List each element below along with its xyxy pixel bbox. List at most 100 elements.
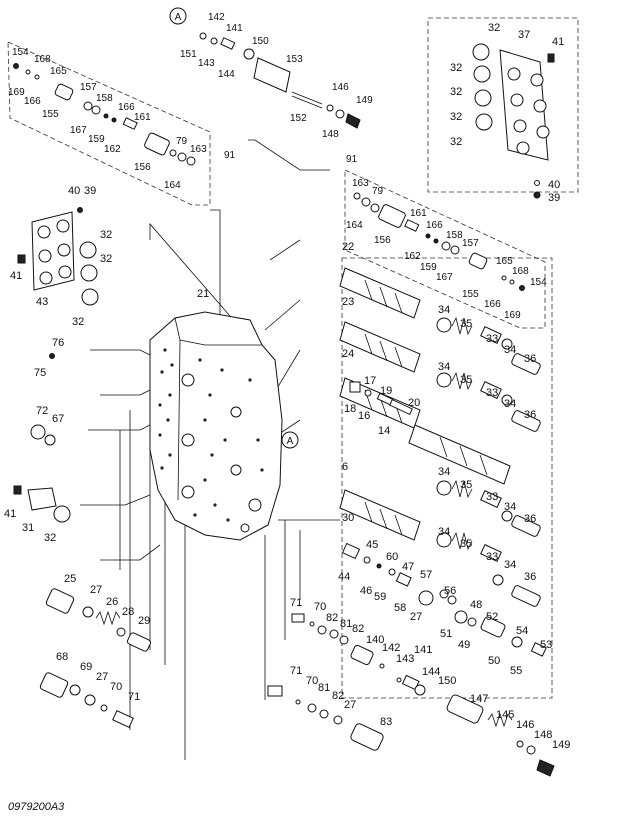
callout: 45 — [366, 539, 378, 551]
callout: 20 — [408, 397, 420, 409]
callout: 81 — [318, 682, 330, 694]
callout: 70 — [314, 601, 326, 613]
callout: 157 — [462, 238, 479, 249]
callout: 163 — [190, 144, 207, 155]
callout: 165 — [50, 66, 67, 77]
callout: 27 — [96, 671, 108, 683]
callout: 32 — [44, 532, 56, 544]
callout: 159 — [88, 134, 105, 145]
callout: 71 — [290, 665, 302, 677]
callout: 82 — [326, 612, 338, 624]
callout: 26 — [106, 596, 118, 608]
lower-left-parts — [39, 588, 152, 728]
callout: 34 — [504, 559, 516, 571]
callout: 70 — [306, 675, 318, 687]
callout: 154 — [530, 277, 547, 288]
callout: 23 — [342, 296, 354, 308]
callout: 147 — [470, 693, 488, 705]
callout: 140 — [366, 634, 384, 646]
spring-stack-4 — [436, 531, 541, 607]
callout: 151 — [180, 49, 197, 60]
callout: 28 — [122, 606, 134, 618]
callout: 48 — [470, 599, 482, 611]
group-box-right-91 — [344, 169, 546, 329]
callout: 34 — [504, 501, 516, 513]
callout: 33 — [486, 387, 498, 399]
callout: 91 — [224, 150, 236, 161]
callout: 166 — [24, 96, 41, 107]
callout: 149 — [356, 95, 373, 106]
callout: 82 — [352, 623, 364, 635]
callout: 57 — [420, 569, 432, 581]
callout: 91 — [346, 154, 358, 165]
callout: 56 — [444, 585, 456, 597]
cover-37 — [472, 43, 555, 199]
view-marker-top: A — [169, 7, 187, 25]
callout: 166 — [484, 299, 501, 310]
callout: 167 — [436, 272, 453, 283]
callout: 156 — [134, 162, 151, 173]
callout: 32 — [72, 316, 84, 328]
top-center-parts — [199, 32, 361, 129]
callout: 43 — [36, 296, 48, 308]
callout: 39 — [548, 192, 560, 204]
callout: 32 — [450, 86, 462, 98]
callout: 158 — [96, 93, 113, 104]
callout: 40 — [68, 185, 80, 197]
callout: 40 — [548, 179, 560, 191]
callout: 81 — [340, 618, 352, 630]
callout: 161 — [134, 112, 151, 123]
callout: 158 — [446, 230, 463, 241]
callout: 19 — [380, 385, 392, 397]
callout: 34 — [438, 361, 450, 373]
group-box-spools — [341, 257, 553, 699]
callout: 41 — [4, 508, 16, 520]
callout: 162 — [404, 251, 421, 262]
callout: 68 — [56, 651, 68, 663]
leader-lines — [80, 139, 340, 760]
cover-43 — [17, 207, 99, 306]
callout: 46 — [360, 585, 372, 597]
callout: 33 — [486, 491, 498, 503]
callout: 156 — [374, 235, 391, 246]
callout: 14 — [378, 425, 390, 437]
callout: 157 — [80, 82, 97, 93]
callout: 143 — [396, 653, 414, 665]
view-marker-top-label: A — [175, 12, 182, 23]
callout: 167 — [70, 125, 87, 136]
spring-stack-1 — [436, 316, 541, 375]
callout: 41 — [10, 270, 22, 282]
group-box-top-right — [427, 17, 579, 193]
callout: 142 — [208, 12, 225, 23]
callout: 155 — [462, 289, 479, 300]
callout: 21 — [197, 288, 209, 300]
callout: 82 — [332, 690, 344, 702]
callout: 36 — [524, 409, 536, 421]
callout: 32 — [100, 253, 112, 265]
callout: 145 — [496, 709, 514, 721]
callout: 70 — [110, 681, 122, 693]
callout: 35 — [460, 538, 472, 550]
callout: 36 — [524, 571, 536, 583]
callout: 17 — [364, 375, 376, 387]
callout: 146 — [332, 82, 349, 93]
top-left-parts — [13, 63, 196, 166]
callout: 152 — [290, 113, 307, 124]
callout: 37 — [518, 29, 530, 41]
callout: 39 — [84, 185, 96, 197]
callout: 161 — [410, 208, 427, 219]
view-marker-right: A — [281, 431, 299, 449]
callout: 49 — [458, 639, 470, 651]
callout: 58 — [394, 602, 406, 614]
callout: 72 — [36, 405, 48, 417]
callout: 34 — [504, 398, 516, 410]
callout: 29 — [138, 615, 150, 627]
callout: 32 — [450, 111, 462, 123]
callout: 33 — [486, 333, 498, 345]
callout: 141 — [226, 23, 243, 34]
callout: 169 — [504, 310, 521, 321]
callout: 59 — [374, 591, 386, 603]
callout-labels: 154 168 165 169 166 155 157 158 166 167 … — [4, 12, 570, 751]
callout: 34 — [504, 344, 516, 356]
